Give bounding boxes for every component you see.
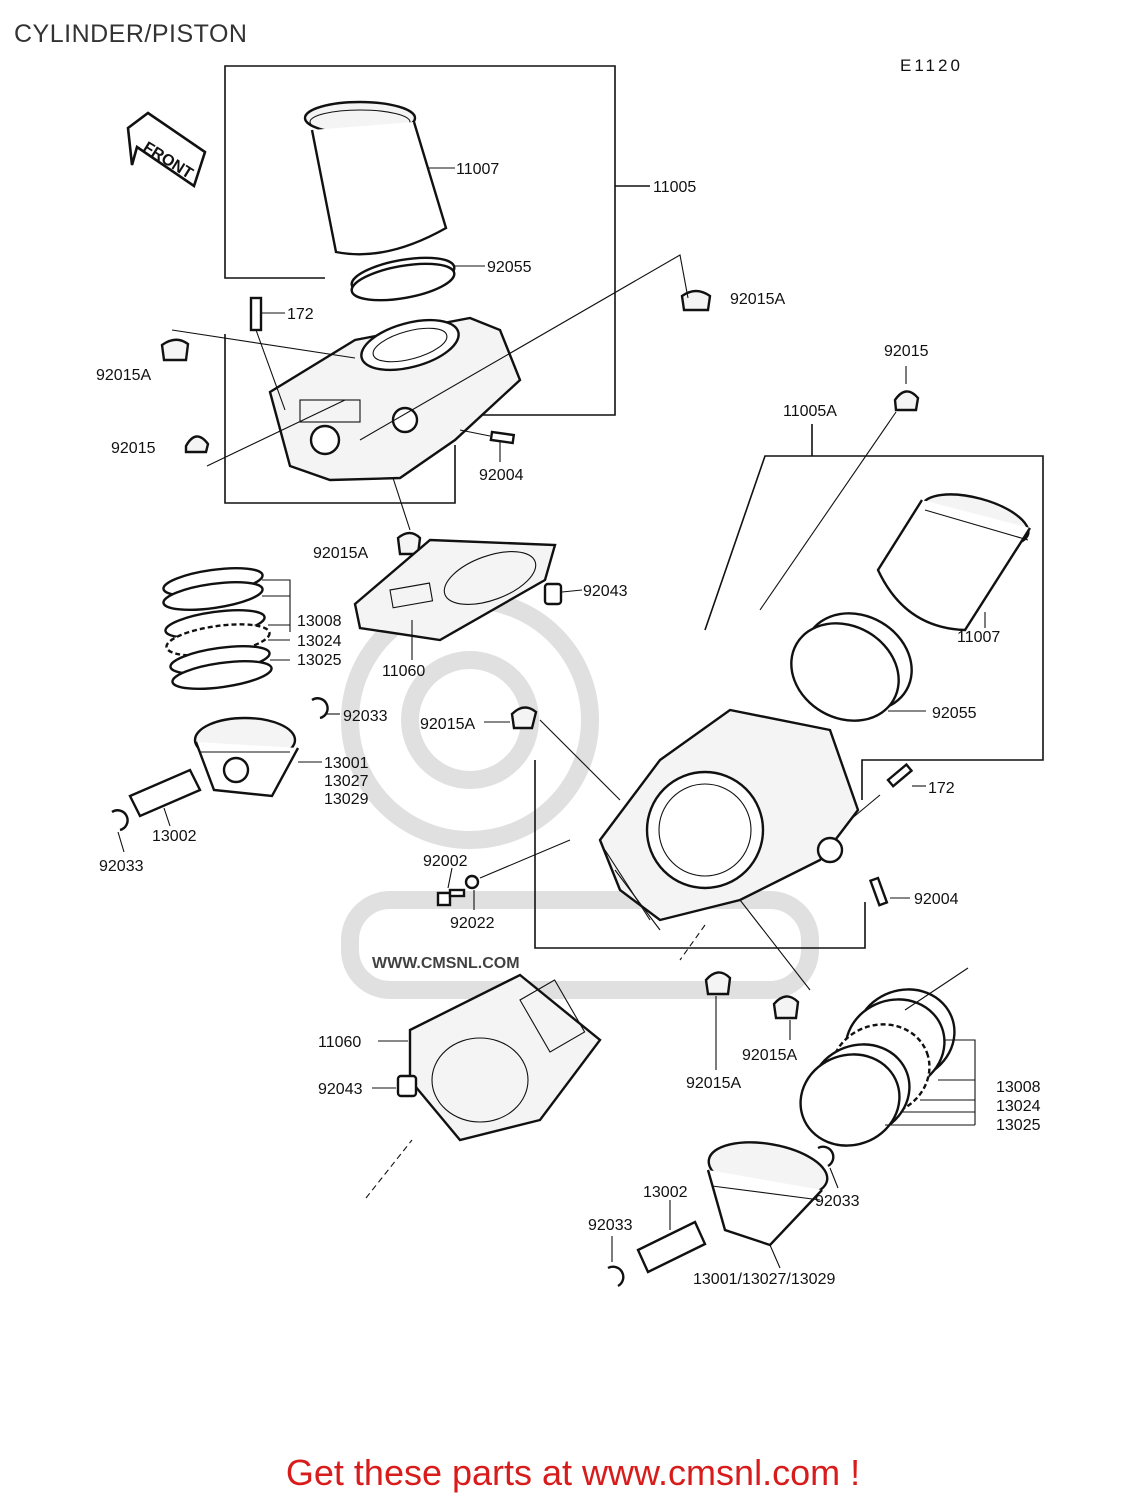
callout-label: 13001 (324, 755, 369, 772)
upper-stud (249, 296, 263, 332)
page-title: CYLINDER/PISTON (14, 20, 248, 48)
upper-cylinder-sleeve (303, 100, 448, 256)
callout-label: 11060 (318, 1034, 361, 1051)
callout-label: 172 (287, 306, 314, 323)
lower-piston-pin (636, 1220, 707, 1274)
callout-label: 92015A (730, 291, 785, 308)
callout-label: 13025 (996, 1117, 1041, 1134)
callout-label: 13001/13027/13029 (693, 1271, 835, 1288)
callout-label: 11060 (382, 663, 425, 680)
callout-label: 11005A (783, 403, 837, 420)
upper-piston (193, 716, 300, 798)
callout-label: 92055 (932, 705, 977, 722)
callout-label: 92022 (450, 915, 495, 932)
callout-label: 11005 (653, 179, 696, 196)
callout-label: 11007 (456, 161, 499, 178)
callout-label: 92033 (815, 1193, 860, 1210)
upper-cylinder-frame (224, 65, 650, 504)
lower-cap-nut-bottom-right (772, 995, 800, 1020)
callout-label: 92043 (583, 583, 628, 600)
lower-cylinder-gasket (408, 973, 602, 1142)
parts-diagram: WWW.CMSNL.COM FRONT (96, 65, 1044, 1288)
lower-cap-nut-top (893, 390, 920, 412)
lower-circlip-left (607, 1265, 625, 1288)
callout-label: 92055 (487, 259, 532, 276)
callout-label: 13027 (324, 773, 369, 790)
callout-label: 11007 (957, 629, 1000, 646)
callout-label: 13008 (996, 1079, 1041, 1096)
upper-piston-pin (128, 768, 202, 818)
callout-label: 92015A (686, 1075, 741, 1092)
callout-label: 92004 (914, 891, 959, 908)
callout-label: 92033 (343, 708, 388, 725)
lower-circlip-right (817, 1145, 835, 1168)
callout-label: 92033 (588, 1217, 633, 1234)
upper-o-ring (350, 256, 456, 302)
footer-link-text[interactable]: Get these parts at www.cmsnl.com ! (285, 1452, 861, 1493)
callout-label: 92015A (420, 716, 475, 733)
callout-label: 13029 (324, 791, 369, 808)
callout-label: 92033 (99, 858, 144, 875)
diagram-code: E1120 (900, 56, 963, 75)
callout-label: 92015 (884, 343, 929, 360)
callout-label: 92043 (318, 1081, 363, 1098)
lower-cap-nut-bottom-left (704, 971, 732, 996)
upper-dome-nut (184, 435, 210, 454)
callout-label: 172 (928, 780, 955, 797)
callout-label: 13002 (152, 828, 197, 845)
callout-label: 92015A (96, 367, 151, 384)
upper-dowel (489, 430, 516, 445)
lower-cap-nut-mid (510, 706, 538, 730)
lower-piston-rings (799, 988, 956, 1147)
lower-stud-right (886, 762, 914, 788)
lower-piston (706, 1141, 829, 1247)
upper-circlip-right (311, 697, 329, 720)
callout-label: 13025 (297, 652, 342, 669)
callout-label: 13024 (297, 633, 342, 650)
callout-label: 13008 (297, 613, 342, 630)
callout-label: 92015A (313, 545, 368, 562)
lower-washer (464, 874, 480, 890)
callout-label: 13002 (643, 1184, 688, 1201)
callout-label: 92015 (111, 440, 156, 457)
upper-circlip-left (111, 809, 129, 832)
watermark-text: WWW.CMSNL.COM (372, 955, 520, 972)
callouts: 11007 11005 92055 172 92015A 92015A 9201… (96, 161, 1041, 1288)
lower-cylinder-sleeve (876, 493, 1032, 632)
callout-label: 92002 (423, 853, 468, 870)
callout-label: 13024 (996, 1098, 1041, 1115)
front-arrow-icon: FRONT (126, 111, 207, 189)
upper-piston-rings (162, 567, 273, 690)
upper-dowel-pin (543, 582, 563, 606)
lower-o-ring (790, 612, 913, 722)
callout-label: 92004 (479, 467, 524, 484)
upper-cylinder-block (268, 316, 522, 482)
lower-dowel-pin (396, 1074, 418, 1098)
callout-label: 92015A (742, 1047, 797, 1064)
lower-dowel-right (868, 876, 889, 907)
lower-cylinder-block (598, 708, 860, 931)
upper-cylinder-gasket (353, 538, 557, 642)
lower-bolt (436, 888, 466, 907)
upper-cap-nut-left (160, 338, 190, 362)
upper-cap-nut-right (680, 289, 712, 312)
lower-cylinder-frame (534, 424, 1044, 949)
